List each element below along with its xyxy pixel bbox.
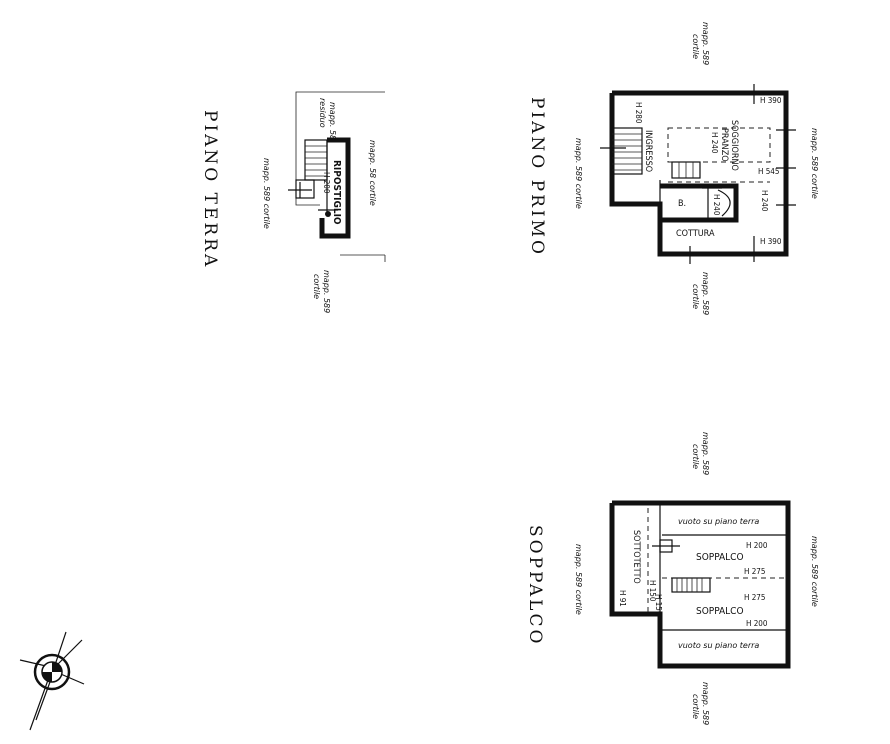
primo-bottom-cortile: cortile bbox=[691, 284, 700, 309]
piano-terra-plan bbox=[288, 91, 386, 262]
label-mapp-58-cortile: mapp. 58 cortile bbox=[368, 140, 377, 206]
room-soggiorno: SOGGIORNO bbox=[729, 120, 739, 171]
room-pranzo: PRANZO bbox=[719, 128, 729, 162]
soppalco-top-cortile: cortile bbox=[691, 444, 700, 469]
label-mapp-58-residuo: mapp. 58 bbox=[328, 102, 337, 140]
soppalco-bottom-mapp: mapp. 589 bbox=[701, 682, 710, 725]
soppalco-left-mapp: mapp. 589 cortile bbox=[574, 544, 583, 615]
room-cottura: COTTURA bbox=[676, 229, 715, 239]
room-bagno: B. bbox=[678, 199, 686, 209]
soppalco-right-mapp: mapp. 589 cortile bbox=[810, 536, 819, 607]
soppalco-top-mapp: mapp. 589 bbox=[701, 432, 710, 475]
title-piano-terra: PIANO TERRA bbox=[200, 110, 220, 269]
label-mapp-589-bottom: mapp. 589 bbox=[322, 270, 331, 313]
soppalco-h-200-a: H 200 bbox=[746, 541, 768, 550]
soppalco-bottom-cortile: cortile bbox=[691, 694, 700, 719]
label-vuoto-top: vuoto su piano terra bbox=[678, 517, 759, 526]
primo-h-280: H 280 bbox=[634, 102, 643, 124]
primo-h-545: H 545 bbox=[758, 167, 779, 176]
soppalco-h-275-b: H 275 bbox=[744, 593, 765, 602]
room-ingresso: INGRESSO bbox=[643, 130, 653, 172]
label-mapp-589-cortile-left: mapp. 589 cortile bbox=[262, 158, 271, 229]
soppalco-h-150b: H 150 bbox=[654, 594, 663, 616]
primo-top-mapp: mapp. 589 bbox=[701, 22, 710, 65]
label-vuoto-bottom: vuoto su piano terra bbox=[678, 641, 759, 650]
primo-h-240-soggiorno: H 240 bbox=[710, 132, 719, 154]
soppalco-h-200-b: H 200 bbox=[746, 619, 768, 628]
label-residuo: residuo bbox=[318, 98, 327, 128]
primo-bottom-mapp: mapp. 589 bbox=[701, 272, 710, 315]
primo-right-mapp: mapp. 589 cortile bbox=[810, 128, 819, 199]
soppalco-h-275-a: H 275 bbox=[744, 567, 765, 576]
room-sottotetto: SOTTOTETTO bbox=[631, 530, 641, 584]
label-cortile-bottom: cortile bbox=[312, 274, 321, 299]
room-soppalco-b: SOPPALCO bbox=[696, 606, 744, 617]
primo-h-240-right: H 240 bbox=[760, 190, 769, 212]
title-soppalco: SOPPALCO bbox=[525, 525, 545, 646]
ripostiglio-height: H 200 bbox=[322, 172, 331, 194]
primo-h-390-bottom: H 390 bbox=[760, 237, 782, 246]
room-soppalco-a: SOPPALCO bbox=[696, 552, 744, 563]
soppalco-h-150: H 150 bbox=[648, 580, 657, 602]
title-piano-primo: PIANO PRIMO bbox=[527, 97, 547, 257]
north-arrow-icon bbox=[19, 631, 85, 731]
room-ripostiglio: RIPOSTIGLIO bbox=[331, 160, 342, 225]
primo-h-390-top: H 390 bbox=[760, 96, 782, 105]
soppalco-h-91: H 91 bbox=[618, 590, 627, 607]
primo-top-cortile: cortile bbox=[691, 34, 700, 59]
primo-h-240-bagno: H 240 bbox=[712, 194, 721, 216]
soppalco-plan bbox=[609, 500, 791, 669]
piano-primo-plan bbox=[600, 84, 796, 264]
primo-left-mapp: mapp. 589 cortile bbox=[574, 138, 583, 209]
